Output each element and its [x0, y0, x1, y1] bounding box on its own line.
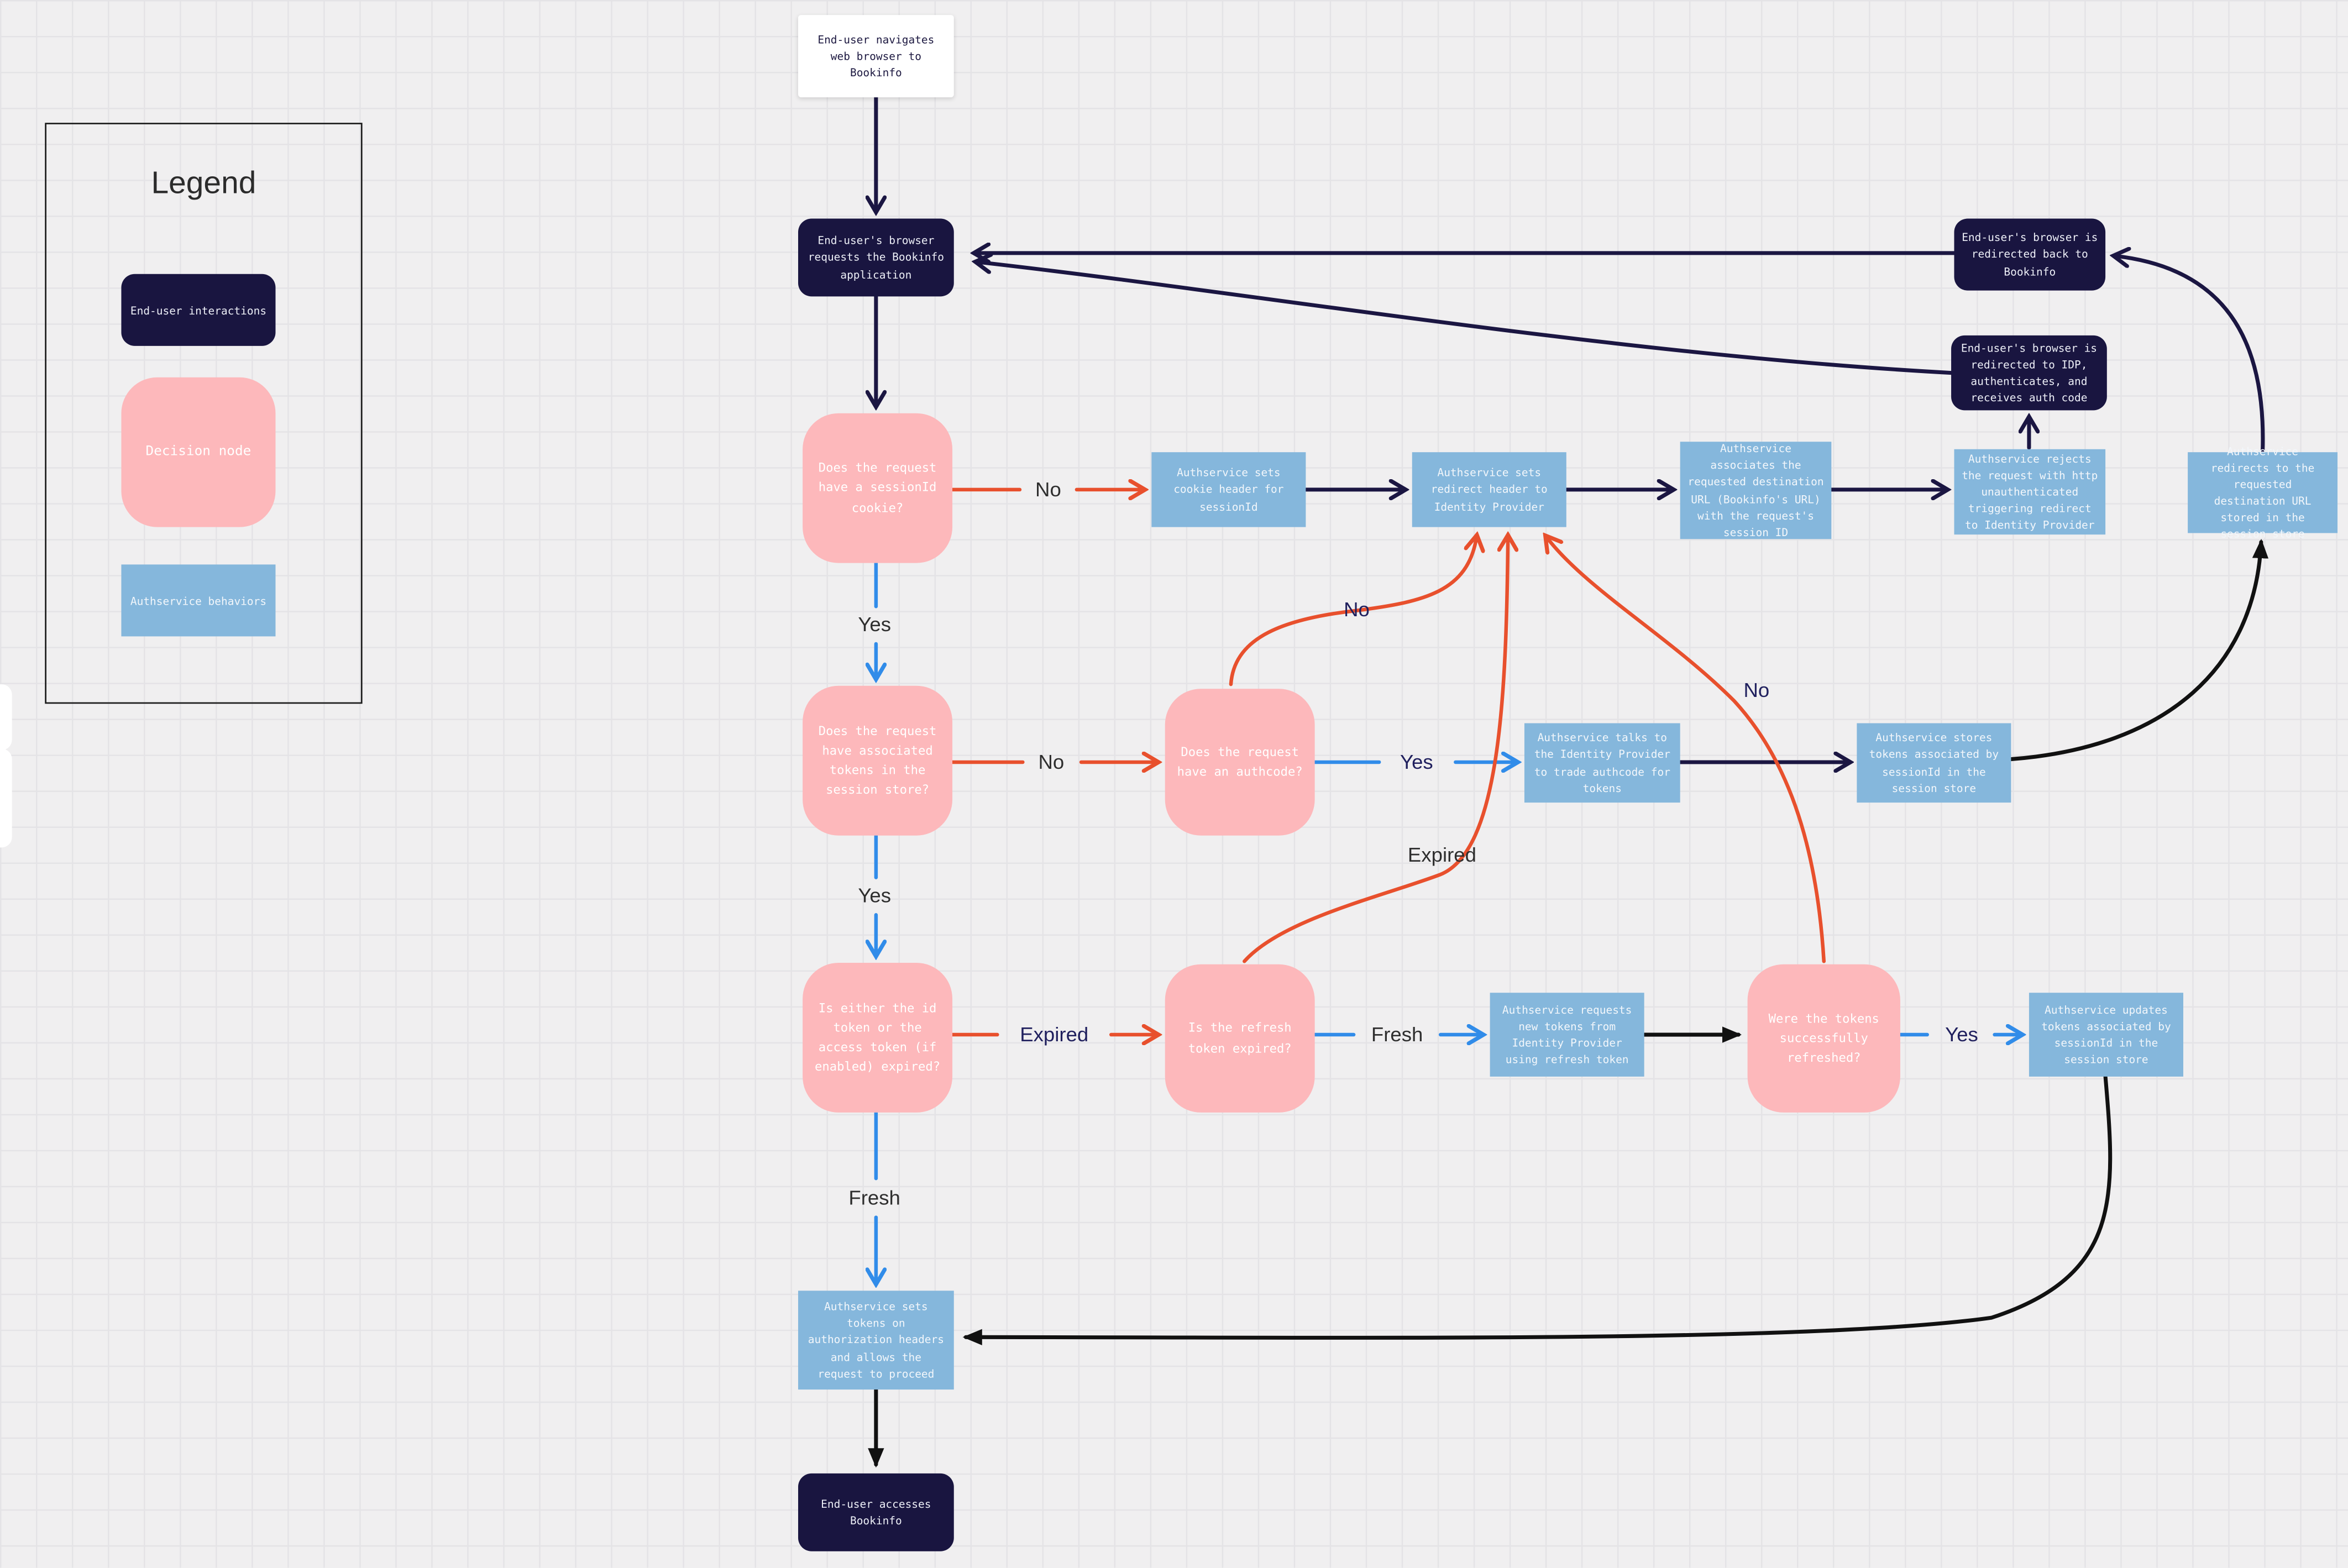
canvas-edge-control-bottom[interactable] — [0, 748, 12, 848]
node-rejects-request[interactable]: Authservice rejects the request with htt… — [1954, 449, 2106, 535]
node-sets-cookie-header[interactable]: Authservice sets cookie header for sessi… — [1151, 452, 1306, 527]
node-sets-redirect-header[interactable]: Authservice sets redirect header to Iden… — [1412, 452, 1566, 527]
edge-label-expired-8: Expired — [1020, 1023, 1089, 1046]
edge-label-no-0: No — [1035, 478, 1061, 501]
node-has-associated-tokens[interactable]: Does the request have associated tokens … — [803, 685, 953, 836]
edge-label-no-7: No — [1743, 679, 1770, 702]
edge-label-expired-6: Expired — [1407, 843, 1476, 867]
legend-swatch-end-user-interactions: End-user interactions — [121, 274, 276, 346]
node-accesses-bookinfo[interactable]: End-user accesses Bookinfo — [798, 1473, 954, 1551]
edge-label-yes-1: Yes — [858, 613, 892, 636]
edge-label-no-2: No — [1038, 751, 1065, 774]
canvas-edge-control-top[interactable] — [0, 684, 12, 751]
node-associates-destination-url[interactable]: Authservice associates the requested des… — [1680, 442, 1832, 539]
node-has-sessionid-cookie[interactable]: Does the request have a sessionId cookie… — [803, 413, 953, 563]
edge-label-yes-10: Yes — [1945, 1023, 1978, 1046]
edge-label-yes-5: Yes — [858, 884, 892, 907]
edge-label-fresh-11: Fresh — [848, 1187, 900, 1209]
node-is-refresh-token-expired[interactable]: Is the refresh token expired? — [1165, 964, 1315, 1113]
legend-label-decision-node: Decision node — [145, 444, 251, 460]
edge-label-no-4: No — [1344, 598, 1370, 621]
node-browser-requests-bookinfo[interactable]: End-user's browser requests the Bookinfo… — [798, 218, 954, 297]
node-stores-tokens[interactable]: Authservice stores tokens associated by … — [1857, 723, 2011, 803]
legend-box: Legend End-user interactions Decision no… — [45, 123, 363, 704]
node-updates-tokens[interactable]: Authservice updates tokens associated by… — [2029, 993, 2183, 1077]
node-tokens-refreshed[interactable]: Were the tokens successfully refreshed? — [1747, 964, 1900, 1113]
node-has-authcode[interactable]: Does the request have an authcode? — [1165, 689, 1315, 836]
node-is-token-expired[interactable]: Is either the id token or the access tok… — [803, 963, 953, 1113]
node-redirected-to-idp[interactable]: End-user's browser is redirected to IDP,… — [1951, 335, 2107, 411]
node-start[interactable]: End-user navigates web browser to Bookin… — [798, 15, 954, 98]
node-redirects-to-stored-url[interactable]: Authservice redirects to the requested d… — [2188, 444, 2338, 541]
legend-title: Legend — [151, 166, 256, 201]
node-trades-authcode[interactable]: Authservice talks to the Identity Provid… — [1524, 723, 1680, 803]
legend-label-end-user-interactions: End-user interactions — [130, 303, 267, 317]
node-redirected-back-to-bookinfo[interactable]: End-user's browser is redirected back to… — [1954, 218, 2106, 291]
node-requests-new-tokens[interactable]: Authservice requests new tokens from Ide… — [1490, 993, 1644, 1077]
edge-label-yes-3: Yes — [1400, 751, 1433, 774]
legend-swatch-decision-node: Decision node — [121, 377, 276, 527]
edge-label-fresh-9: Fresh — [1371, 1023, 1423, 1046]
legend-label-authservice-behaviors: Authservice behaviors — [130, 594, 267, 607]
node-sets-authorization-headers[interactable]: Authservice sets tokens on authorization… — [798, 1291, 954, 1390]
legend-swatch-authservice-behaviors: Authservice behaviors — [121, 564, 276, 637]
